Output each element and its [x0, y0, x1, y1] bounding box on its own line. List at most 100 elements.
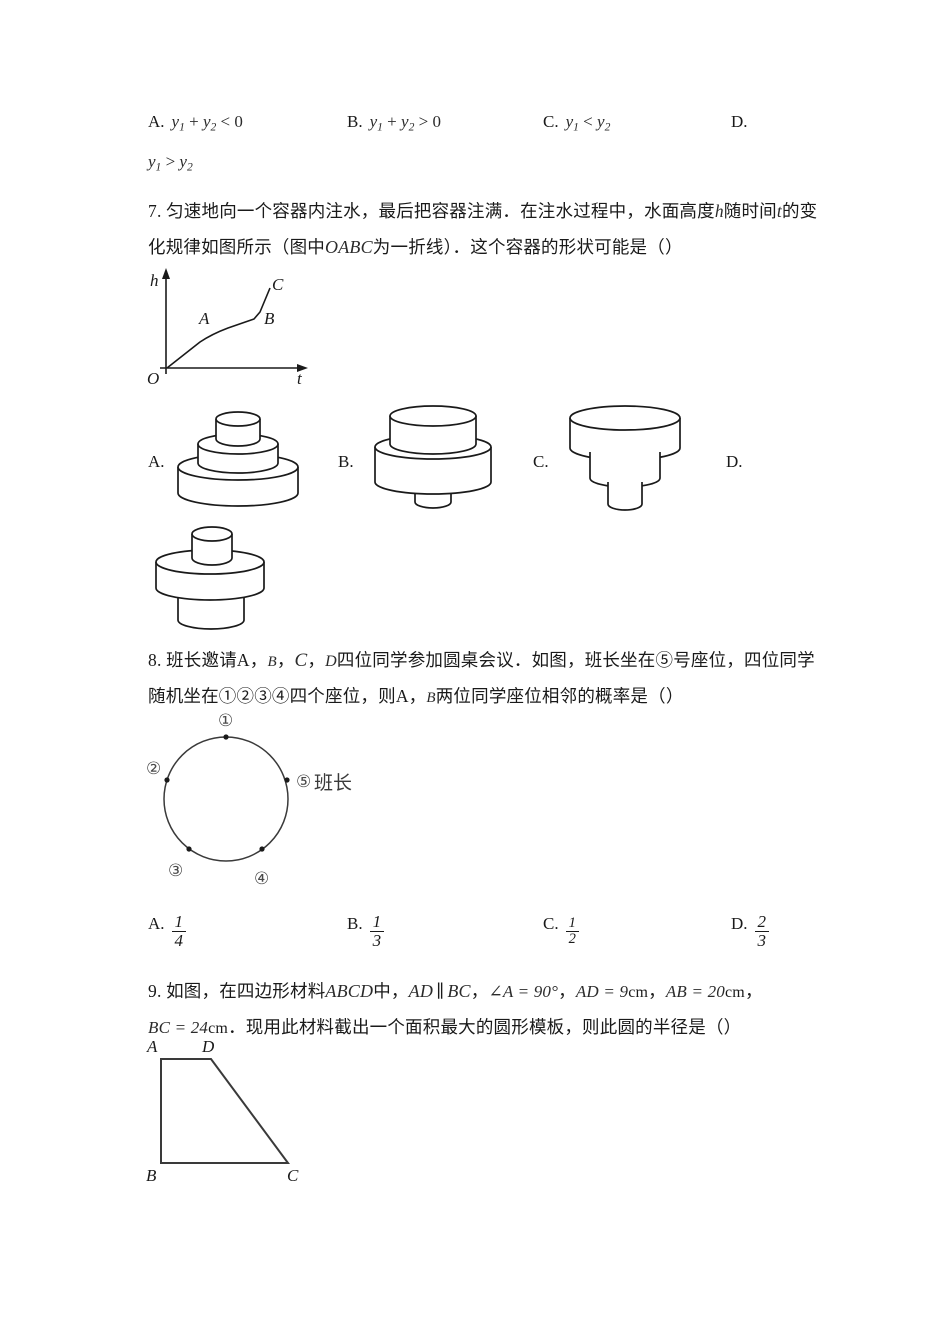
question6-choices: A. y1 + y2 < 0 B. y1 + y2 > 0 C. y1 — [148, 112, 938, 142]
cylinder-bottom-body — [607, 482, 643, 511]
monitor-label: 班长 — [314, 772, 352, 794]
question9-value-ad: AD = 9 — [575, 982, 629, 1001]
question9-trapezoid-figure: A D B C — [130, 1035, 360, 1200]
question8-choice-b-fraction: 1 3 — [369, 913, 385, 949]
question9-value-bc: BC = 24 — [148, 1018, 209, 1037]
cylinder-top-top — [569, 405, 681, 431]
question7-choice-a-figure[interactable] — [172, 405, 304, 507]
seat-label-2: ② — [146, 759, 161, 779]
question8-text-line1: 8. 班长邀请A，B，C，D四位同学参加圆桌会议．如图，班长坐在⑤号座位，四位同… — [148, 641, 838, 681]
seat-dot-4 — [259, 846, 265, 852]
question7-choice-b-figure[interactable] — [368, 402, 498, 514]
question7-choice-a-letter: A. — [148, 452, 165, 471]
question8-choice-a[interactable]: A. 1 4 — [148, 913, 187, 951]
question7-text-line2: 化规律如图所示（图中OABC为一折线）．这个容器的形状可能是（） — [148, 228, 848, 266]
question8-roundtable-figure: ① ② ③ ④ ⑤ 班长 — [146, 711, 406, 901]
question7-choice-c-figure[interactable] — [560, 402, 690, 518]
question9-angle-a: ∠A = 90° — [488, 982, 559, 1001]
question8-choice-c-fraction: 1 2 — [565, 915, 579, 947]
question9-line2-part1: ．现用此材料截出一个面积最大的圆形模板，则此圆的半径是（ — [228, 1017, 724, 1037]
question8-student-a: A — [236, 650, 250, 670]
question8-text-line2: 随机坐在①②③④四个座位，则A，B两位同学座位相邻的概率是（） — [148, 677, 848, 717]
question8-choice-a-fraction: 1 4 — [171, 913, 187, 949]
choice-b-letter: B. — [347, 112, 363, 131]
question8-sep3: ， — [307, 650, 326, 670]
question8-choice-d[interactable]: D. 2 3 — [731, 913, 770, 951]
question9-text-line2: BC = 24cm．现用此材料截出一个面积最大的圆形模板，则此圆的半径是（） — [148, 1008, 848, 1048]
question8-student-b: B — [267, 654, 277, 670]
seat-dot-2 — [164, 777, 170, 783]
question7-number: 7. — [148, 201, 162, 221]
question7-choice-b-letter: B. — [338, 452, 354, 471]
question9-sep1: ， — [470, 981, 489, 1001]
question9-quad-name: ABCD — [325, 981, 374, 1001]
question9-seg-ad: AD — [408, 981, 434, 1001]
question8-line2-part2: 两位同学座位相邻的概率是（ — [435, 686, 666, 706]
question7-var-t: t — [776, 201, 782, 221]
cylinder-middle-body — [589, 452, 661, 488]
choice-c-letter: C. — [543, 112, 559, 131]
choice-d-letter: D. — [731, 112, 748, 131]
question7-line2-part2: 为一折线）．这个容器的形状可能是（ — [372, 237, 665, 257]
cylinder-middle-body — [374, 447, 492, 495]
cylinder-bottom-body — [177, 596, 245, 630]
question8-student-c: C — [294, 650, 308, 671]
question7-text: 7. 匀速地向一个容器内注水，最后把容器注满．在注水过程中，水面高度h随时间t的… — [148, 192, 828, 230]
graph-axis-horizontal-arrow — [297, 364, 308, 372]
question9-line1-part1: 如图，在四边形材料 — [166, 981, 326, 1001]
choice-d-q6[interactable]: D. — [731, 112, 748, 132]
graph-label-h: h — [150, 271, 159, 290]
seat-dot-3 — [186, 846, 192, 852]
graph-label-b: B — [264, 309, 275, 328]
question9-value-ab: AB = 20 — [665, 982, 725, 1001]
choice-a-q6[interactable]: A. y1 + y2 < 0 — [148, 112, 243, 134]
seat-label-1: ① — [218, 711, 233, 731]
question9-line1-part2: 中， — [373, 981, 409, 1001]
choice-d-q6-wrapped-expression: y1 > y2 — [148, 152, 193, 174]
graph-axis-vertical-arrow — [162, 268, 170, 279]
question9-text-line1: 9. 如图，在四边形材料ABCD中，AD∥BC，∠A = 90°，AD = 9c… — [148, 972, 848, 1012]
question8-line2-part3: ） — [665, 686, 684, 706]
question7-choice-d-figure[interactable] — [148, 520, 278, 632]
question8-choice-c[interactable]: C. 1 2 — [543, 914, 579, 949]
trapezoid-label-a: A — [146, 1037, 158, 1056]
cylinder-top-body — [191, 534, 233, 566]
question8-line2-part1: 随机坐在①②③④四个座位，则 — [148, 686, 396, 706]
question7-var-h: h — [714, 201, 724, 221]
question9-unit-ad: cm — [628, 984, 649, 1001]
choice-b-q6[interactable]: B. y1 + y2 > 0 — [347, 112, 441, 134]
question9-unit-bc: cm — [208, 1020, 229, 1037]
cylinder-top-top — [215, 411, 261, 427]
question8-line2-sep: ， — [408, 686, 427, 706]
question8-line2-student-a: A — [395, 686, 409, 706]
question8-number: 8. — [148, 650, 162, 670]
question9-line2-part2: ） — [723, 1017, 742, 1037]
choice-c-q6[interactable]: C. y1 < y2 — [543, 112, 610, 134]
seat-dot-5 — [284, 777, 290, 783]
graph-label-origin: O — [147, 369, 159, 388]
question7-choice-d-letter: D. — [726, 452, 743, 471]
choice-a-expression: y1 + y2 < 0 — [171, 112, 243, 134]
question9-unit-ab: cm — [724, 984, 745, 1001]
question9-sep3: ， — [648, 981, 666, 1001]
trapezoid-label-c: C — [287, 1166, 299, 1185]
question7-line2-part3: ） — [664, 237, 683, 257]
choice-b-expression: y1 + y2 > 0 — [369, 112, 441, 134]
question8-choice-d-fraction: 2 3 — [754, 913, 770, 949]
choice-a-letter: A. — [148, 112, 165, 131]
question7-line1-part2: 随时间 — [723, 201, 777, 221]
question8-line2-student-b: B — [426, 690, 436, 706]
question8-student-d: D — [325, 653, 337, 670]
question9-sep4: ， — [744, 981, 763, 1001]
graph-label-a: A — [198, 309, 210, 328]
seat-label-3: ③ — [168, 861, 183, 881]
graph-polyline-oabc — [166, 287, 271, 369]
question8-choice-b[interactable]: B. 1 3 — [347, 913, 385, 951]
question7-line1-part3: 的变 — [781, 201, 818, 221]
trapezoid-outline — [160, 1058, 290, 1164]
question9-seg-bc: BC — [447, 981, 471, 1001]
question8-choice-c-letter: C. — [543, 914, 559, 933]
question8-choices: A. 1 4 B. 1 3 C. 1 2 D. 2 3 — [148, 913, 938, 949]
question8-choice-d-letter: D. — [731, 914, 748, 933]
